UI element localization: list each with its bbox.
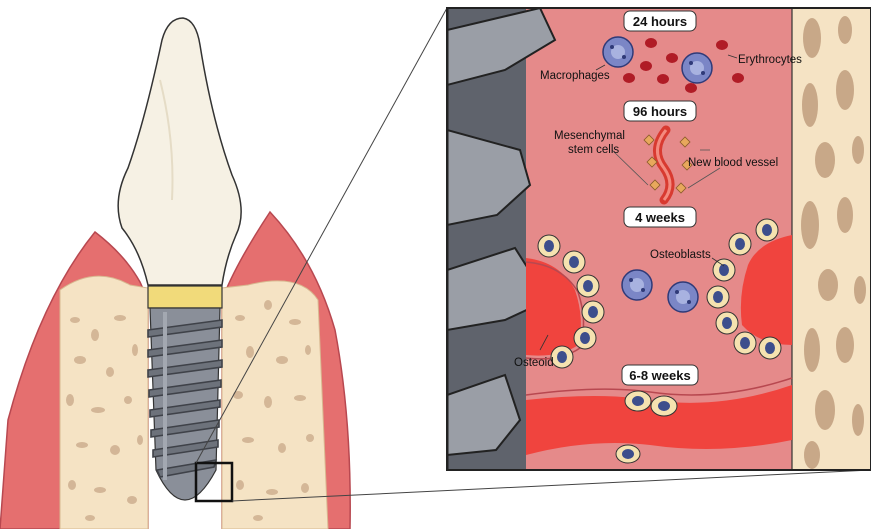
osteoblast-icon — [582, 301, 604, 323]
osteoblast-icon — [651, 396, 677, 416]
osteoblast-icon — [551, 346, 573, 368]
osteoblast-icon — [616, 445, 640, 463]
stage-label-24h: 24 hours — [633, 14, 687, 29]
erythrocyte-icon — [666, 53, 678, 63]
macrophage-icon — [622, 270, 652, 300]
osteoblast-icon — [729, 233, 751, 255]
osteoblast-icon — [538, 235, 560, 257]
erythrocyte-icon — [623, 73, 635, 83]
label-msc-line1: Mesenchymal — [554, 130, 625, 142]
erythrocyte-icon — [716, 40, 728, 50]
erythrocyte-icon — [640, 61, 652, 71]
stage-label-6-8w: 6-8 weeks — [629, 368, 690, 383]
osteoblast-icon — [759, 337, 781, 359]
stage-label-4w: 4 weeks — [635, 210, 685, 225]
osteoblast-icon — [713, 259, 735, 281]
tooth-crown — [118, 18, 241, 285]
macrophage-icon — [603, 37, 633, 67]
erythrocyte-icon — [732, 73, 744, 83]
label-osteoblasts: Osteoblasts — [650, 249, 711, 261]
label-erythrocytes: Erythrocytes — [738, 54, 802, 66]
erythrocyte-icon — [657, 74, 669, 84]
osteoblast-icon — [716, 312, 738, 334]
osteoblast-icon — [577, 275, 599, 297]
label-msc-line2: stem cells — [568, 144, 619, 156]
osteoblast-icon — [625, 391, 651, 411]
macrophage-icon — [682, 53, 712, 83]
erythrocyte-icon — [685, 83, 697, 93]
label-osteoid: Osteoid — [514, 357, 554, 369]
stage-label-96h: 96 hours — [633, 104, 687, 119]
osteoblast-icon — [707, 286, 729, 308]
label-macrophages: Macrophages — [540, 70, 610, 82]
osteoblast-icon — [563, 251, 585, 273]
healing-timeline-panel: 24 hours — [447, 8, 871, 470]
osteoblast-icon — [734, 332, 756, 354]
abutment — [148, 286, 222, 308]
osteoblast-icon — [574, 327, 596, 349]
macrophage-icon — [668, 282, 698, 312]
erythrocyte-icon — [645, 38, 657, 48]
label-new-blood-vessel: New blood vessel — [688, 157, 778, 169]
implant-overview — [0, 18, 350, 529]
osteoblast-icon — [756, 219, 778, 241]
